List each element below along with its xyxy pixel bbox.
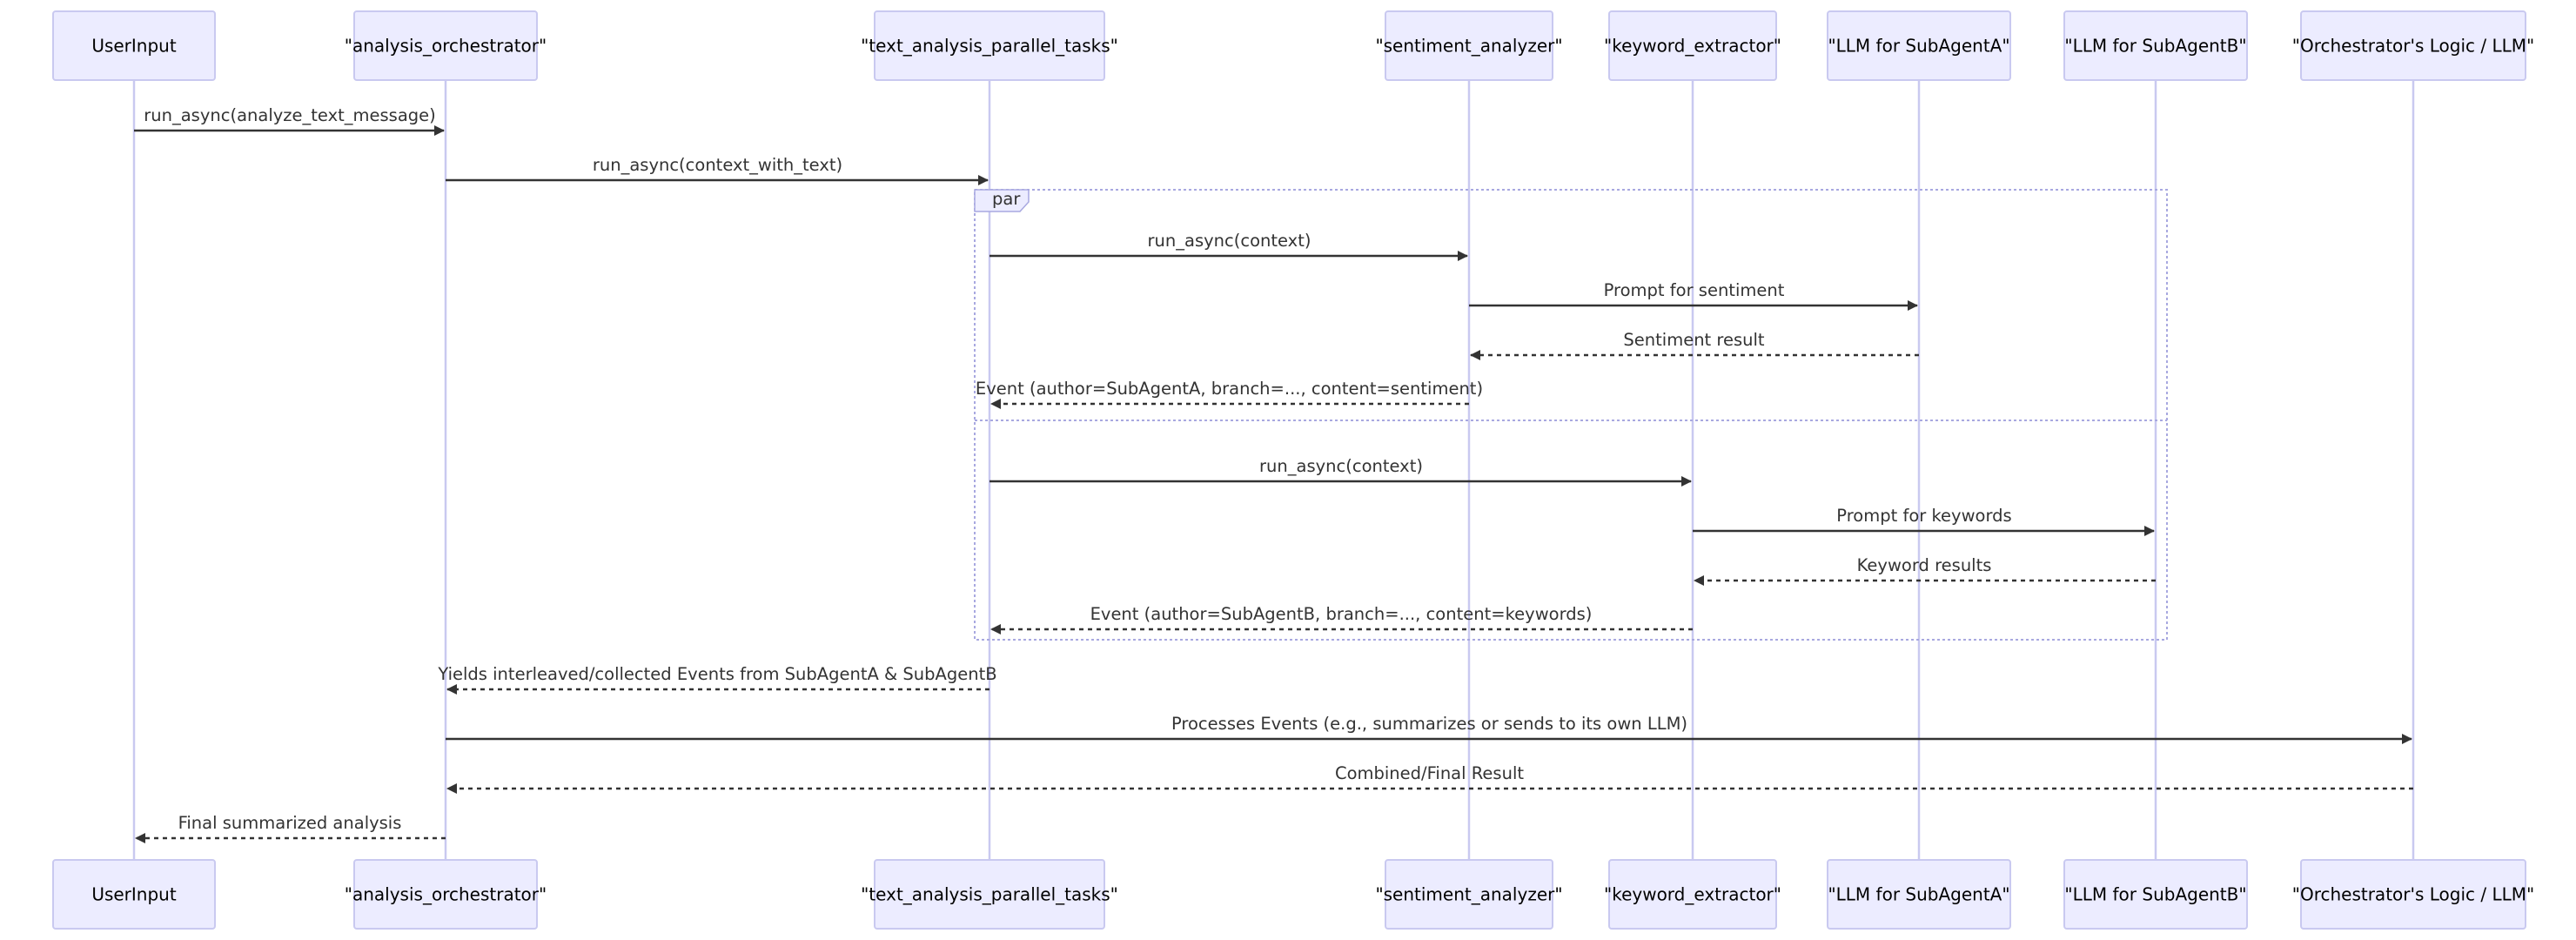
message: run_async(context)	[989, 456, 1692, 487]
participant-user-top: UserInput	[52, 10, 216, 81]
message: Event (author=SubAgentB, branch=..., con…	[990, 604, 1693, 634]
participant-box	[2063, 859, 2248, 930]
message: Final summarized analysis	[135, 813, 446, 843]
participant-kw-top: "keyword_extractor"	[1604, 10, 1781, 81]
participant-box	[1385, 10, 1553, 81]
participant-user-bottom: UserInput	[52, 859, 216, 930]
participant-box	[874, 859, 1105, 930]
participant-box	[1827, 10, 2011, 81]
participant-box	[1608, 859, 1777, 930]
participant-par-bottom: "text_analysis_parallel_tasks"	[861, 859, 1118, 930]
participant-label: UserInput	[91, 884, 177, 905]
participant-box	[2063, 10, 2248, 81]
message: Keyword results	[1694, 555, 2156, 586]
participant-label: "LLM for SubAgentB"	[2064, 36, 2246, 57]
participant-box	[52, 859, 216, 930]
message-label: Event (author=SubAgentB, branch=..., con…	[1090, 604, 1593, 624]
participant-box	[353, 10, 538, 81]
participant-label: "sentiment_analyzer"	[1375, 884, 1562, 905]
par-frame	[974, 189, 2168, 641]
participant-label: "Orchestrator's Logic / LLM"	[2292, 36, 2535, 57]
participant-box	[2300, 859, 2526, 930]
participant-label: "Orchestrator's Logic / LLM"	[2292, 884, 2535, 905]
participant-sent-bottom: "sentiment_analyzer"	[1375, 859, 1563, 930]
message-label: run_async(context)	[1148, 231, 1311, 251]
participant-sent-top: "sentiment_analyzer"	[1375, 10, 1563, 81]
message-label: run_async(context)	[1259, 456, 1423, 476]
participant-label: "text_analysis_parallel_tasks"	[861, 36, 1118, 57]
participant-label: "sentiment_analyzer"	[1375, 36, 1562, 57]
message-label: Keyword results	[1857, 555, 1992, 575]
participant-llmb-top: "LLM for SubAgentB"	[2063, 10, 2248, 81]
message: Prompt for sentiment	[1469, 280, 1918, 311]
participant-label: "LLM for SubAgentA"	[1828, 884, 2009, 905]
message: Event (author=SubAgentA, branch=..., con…	[976, 379, 1483, 409]
message-label: run_async(context_with_text)	[593, 155, 842, 175]
message-label: Event (author=SubAgentA, branch=..., con…	[976, 379, 1483, 399]
message: Prompt for keywords	[1693, 506, 2155, 536]
message: run_async(analyze_text_message)	[134, 105, 445, 136]
message-label: Processes Events (e.g., summarizes or se…	[1171, 714, 1687, 734]
participant-box	[1385, 859, 1553, 930]
message-label: Yields interleaved/collected Events from…	[437, 664, 996, 684]
message: Yields interleaved/collected Events from…	[437, 664, 997, 695]
message-label: Sentiment result	[1623, 330, 1765, 350]
participant-label: "analysis_orchestrator"	[345, 36, 547, 57]
message: run_async(context_with_text)	[446, 155, 989, 185]
participant-box	[52, 10, 216, 81]
participant-label: "analysis_orchestrator"	[345, 884, 547, 905]
message-label: run_async(analyze_text_message)	[144, 105, 436, 125]
participant-llmb-bottom: "LLM for SubAgentB"	[2063, 859, 2248, 930]
message-label: Combined/Final Result	[1335, 763, 1524, 783]
participant-llma-bottom: "LLM for SubAgentA"	[1827, 859, 2011, 930]
participant-orch-bottom: "analysis_orchestrator"	[345, 859, 547, 930]
participant-orch-top: "analysis_orchestrator"	[345, 10, 547, 81]
participant-llma-top: "LLM for SubAgentA"	[1827, 10, 2011, 81]
message-label: Final summarized analysis	[178, 813, 402, 833]
participant-ologic-bottom: "Orchestrator's Logic / LLM"	[2292, 859, 2535, 930]
par-frame-tab	[974, 189, 1030, 212]
par-fragment: par	[974, 189, 2168, 641]
participant-box	[1827, 859, 2011, 930]
participant-par-top: "text_analysis_parallel_tasks"	[861, 10, 1118, 81]
message: run_async(context)	[989, 231, 1468, 261]
participant-box	[874, 10, 1105, 81]
participant-box	[2300, 10, 2526, 81]
participant-box	[353, 859, 538, 930]
message: Combined/Final Result	[446, 763, 2413, 794]
participant-label: "keyword_extractor"	[1604, 884, 1781, 905]
message: Processes Events (e.g., summarizes or se…	[446, 714, 2412, 744]
participant-label: "text_analysis_parallel_tasks"	[861, 884, 1118, 905]
participant-label: "LLM for SubAgentA"	[1828, 36, 2009, 57]
message-label: Prompt for sentiment	[1604, 280, 1785, 300]
participant-box	[1608, 10, 1777, 81]
message: Sentiment result	[1470, 330, 1919, 360]
participant-label: UserInput	[91, 36, 177, 57]
participant-label: "keyword_extractor"	[1604, 36, 1781, 57]
par-frame-label: par	[992, 189, 1021, 209]
participant-kw-bottom: "keyword_extractor"	[1604, 859, 1781, 930]
participant-ologic-top: "Orchestrator's Logic / LLM"	[2292, 10, 2535, 81]
participant-label: "LLM for SubAgentB"	[2064, 884, 2246, 905]
message-label: Prompt for keywords	[1836, 506, 2011, 526]
